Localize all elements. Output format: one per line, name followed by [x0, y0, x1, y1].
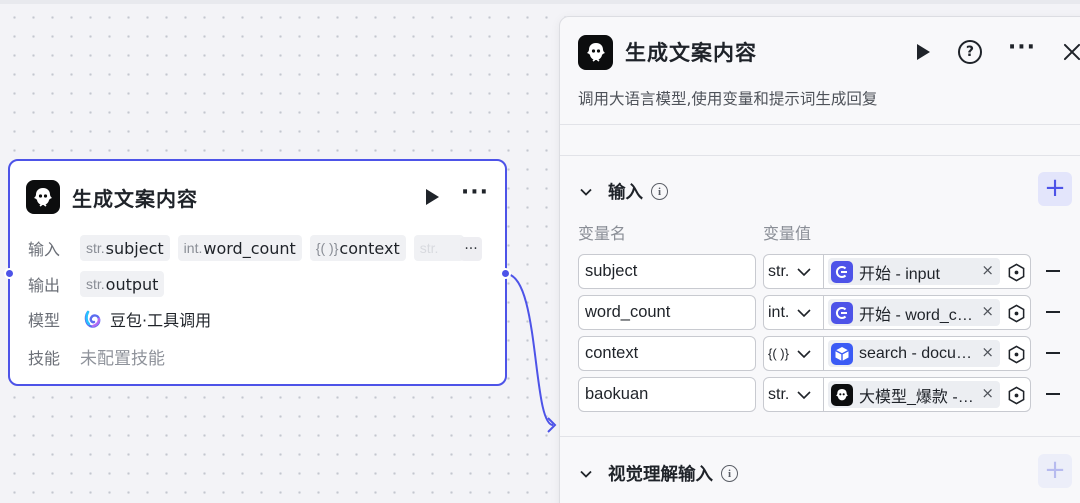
variable-row: subject str. 开始 - input × — [578, 254, 1078, 289]
more-inputs-button[interactable]: ··· — [460, 237, 482, 261]
clear-reference-icon[interactable]: × — [981, 343, 994, 361]
chevron-down-icon — [797, 308, 811, 317]
skill-label: 技能 — [28, 348, 61, 368]
run-node-button[interactable] — [423, 188, 441, 206]
variable-name-input[interactable]: baokuan — [578, 377, 756, 412]
remove-variable-button[interactable] — [1046, 270, 1060, 272]
variable-row: baokuan str. 大模型_爆款 - output × — [578, 377, 1078, 412]
input-chip-overflow: str. — [413, 235, 464, 261]
variable-value-field[interactable]: str. 开始 - input × — [763, 254, 1031, 289]
node-skill-row: 技能 未配置技能 — [28, 344, 165, 370]
info-icon[interactable]: i — [721, 465, 738, 482]
chevron-down-icon — [797, 390, 811, 399]
node-title: 生成文案内容 — [72, 186, 198, 211]
play-icon — [916, 44, 930, 60]
panel-header: 生成文案内容 ? ··· — [578, 34, 1080, 70]
node-config-panel: 生成文案内容 ? ··· 调用大语言模型,使用变量和提示词生成回复 输入 i +… — [559, 16, 1080, 503]
variable-row: context {( )} search - documents × — [578, 336, 1078, 371]
start-node-icon — [831, 301, 853, 324]
variable-picker-icon[interactable] — [1007, 386, 1026, 405]
variable-picker-icon[interactable] — [1007, 304, 1026, 323]
info-icon[interactable]: i — [651, 183, 668, 200]
remove-variable-button[interactable] — [1046, 311, 1060, 313]
type-select[interactable]: {( )} — [768, 337, 811, 370]
variable-row: word_count int. 开始 - word_count × — [578, 295, 1078, 330]
divider — [560, 124, 1080, 125]
reference-text: 开始 - word_count — [859, 306, 977, 324]
variable-name-input[interactable]: word_count — [578, 295, 756, 330]
variable-value-field[interactable]: {( )} search - documents × — [763, 336, 1031, 371]
variable-reference-chip[interactable]: 大模型_爆款 - output × — [828, 381, 1000, 408]
variable-reference-chip[interactable]: 开始 - input × — [828, 258, 1000, 285]
node-output-port[interactable] — [500, 268, 511, 279]
panel-description: 调用大语言模型,使用变量和提示词生成回复 — [578, 90, 878, 108]
input-section-header[interactable]: 输入 i — [580, 179, 668, 204]
reference-text: 大模型_爆款 - output — [859, 388, 977, 406]
model-value: 豆包·工具调用 — [110, 311, 212, 330]
clear-reference-icon[interactable]: × — [981, 261, 994, 279]
column-header-name: 变量名 — [578, 224, 627, 243]
variable-picker-icon[interactable] — [1007, 345, 1026, 364]
type-select[interactable]: int. — [768, 296, 811, 329]
panel-more-button[interactable]: ··· — [1007, 35, 1036, 60]
add-input-button[interactable]: + — [1038, 172, 1072, 206]
node-output-row: 输出 str.output — [28, 271, 165, 297]
input-chip-context: {( )}context — [309, 235, 406, 261]
chevron-down-icon[interactable] — [580, 186, 592, 198]
help-icon[interactable]: ? — [957, 40, 982, 64]
chevron-down-icon — [797, 267, 811, 276]
reference-text: 开始 - input — [859, 265, 940, 283]
vision-section-header[interactable]: 视觉理解输入 i — [580, 461, 738, 486]
variable-reference-chip[interactable]: 开始 - word_count × — [828, 299, 1000, 326]
start-node-icon — [831, 260, 853, 283]
clear-reference-icon[interactable]: × — [981, 302, 994, 320]
input-section-title: 输入 — [608, 183, 643, 203]
skill-value: 未配置技能 — [80, 349, 165, 369]
node-header: 生成文案内容 ··· — [26, 179, 489, 215]
remove-variable-button[interactable] — [1046, 393, 1060, 395]
canvas-top-edge — [0, 0, 1080, 4]
clear-reference-icon[interactable]: × — [981, 384, 994, 402]
vision-section-title: 视觉理解输入 — [608, 465, 713, 485]
input-chip-word-count: int.word_count — [177, 235, 302, 261]
variable-name-input[interactable]: subject — [578, 254, 756, 289]
doubao-model-icon — [84, 310, 101, 328]
node-more-button[interactable]: ··· — [460, 180, 489, 205]
variable-name-input[interactable]: context — [578, 336, 756, 371]
llm-bot-icon — [831, 383, 853, 406]
variable-value-field[interactable]: str. 大模型_爆款 - output × — [763, 377, 1031, 412]
reference-text: search - documents — [859, 344, 977, 362]
variable-value-field[interactable]: int. 开始 - word_count × — [763, 295, 1031, 330]
chevron-down-icon — [797, 349, 811, 358]
chevron-down-icon[interactable] — [580, 468, 592, 480]
variable-reference-chip[interactable]: search - documents × — [828, 340, 1000, 367]
node-inputs-row: 输入 str.subject int.word_count {( )}conte… — [28, 235, 464, 261]
play-icon — [425, 189, 439, 205]
workflow-node-llm[interactable]: 生成文案内容 ··· 输入 str.subject int.word_count… — [8, 159, 507, 386]
run-panel-button[interactable] — [914, 43, 932, 61]
input-label: 输入 — [28, 240, 61, 259]
input-chip-subject: str.subject — [80, 235, 170, 261]
divider — [560, 436, 1080, 437]
output-label: 输出 — [28, 276, 61, 295]
model-label: 模型 — [28, 311, 61, 330]
llm-bot-icon — [578, 34, 613, 70]
type-select[interactable]: str. — [768, 378, 811, 411]
node-model-row: 模型 豆包·工具调用 — [28, 307, 211, 331]
close-icon[interactable] — [1062, 42, 1080, 62]
panel-title: 生成文案内容 — [625, 41, 757, 65]
plugin-cube-icon — [831, 342, 853, 365]
output-chip: str.output — [80, 271, 165, 297]
llm-bot-icon — [26, 180, 60, 214]
divider — [560, 155, 1080, 156]
column-header-value: 变量值 — [763, 224, 812, 243]
node-input-port[interactable] — [4, 268, 15, 279]
add-vision-input-button[interactable]: + — [1038, 454, 1072, 488]
variable-picker-icon[interactable] — [1007, 263, 1026, 282]
type-select[interactable]: str. — [768, 255, 811, 288]
remove-variable-button[interactable] — [1046, 352, 1060, 354]
